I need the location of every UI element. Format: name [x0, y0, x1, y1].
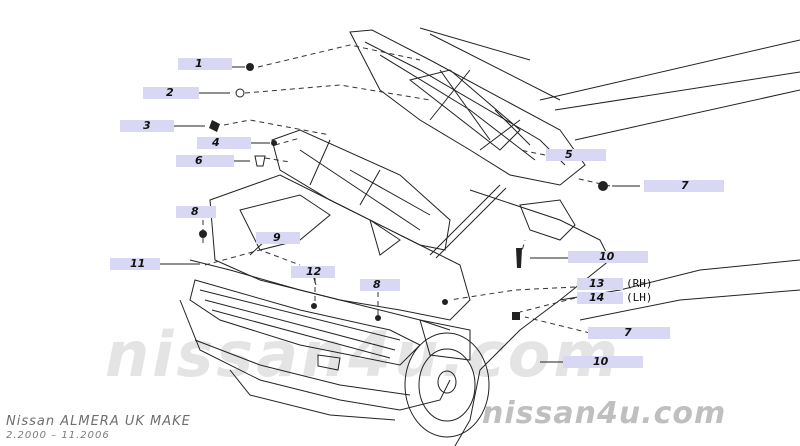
leader-lines [202, 44, 611, 334]
hood-brace [429, 69, 531, 151]
wheel-hub [437, 370, 457, 394]
radiator-support [189, 259, 451, 331]
hood-insulator [271, 129, 451, 251]
callout-bar-13 [577, 278, 623, 290]
callout-2[interactable]: 2 [166, 86, 174, 99]
door-mirror [519, 199, 576, 241]
clip-13 [442, 299, 448, 305]
wheel-rim [418, 348, 476, 422]
callout-bar-1 [178, 58, 232, 70]
callout-bar-14 [577, 292, 623, 304]
bolt-10 [516, 248, 522, 268]
short-leaders [160, 66, 640, 363]
hood-stay-rod [429, 184, 507, 259]
callout-bar-8b [360, 279, 400, 291]
clip-7 [598, 181, 608, 191]
callout-bar-12 [291, 266, 335, 278]
side-label-rh: (RH) [626, 277, 653, 290]
insulator-pattern [299, 139, 431, 231]
grille-bars [199, 289, 401, 359]
callout-13[interactable]: 13 [589, 277, 605, 290]
callout-8a[interactable]: 8 [191, 205, 199, 218]
body-side [559, 259, 800, 321]
windshield-pillar [419, 27, 800, 141]
callout-10b[interactable]: 10 [593, 355, 609, 368]
callout-3[interactable]: 3 [143, 119, 151, 132]
headlamp [419, 319, 471, 361]
fasteners [199, 63, 608, 321]
callout-bar-2 [143, 87, 199, 99]
callout-bar-10b [563, 356, 643, 368]
clip-8a [199, 230, 207, 238]
clip-8b [375, 315, 381, 321]
callout-9[interactable]: 9 [273, 231, 281, 244]
callout-4[interactable]: 4 [212, 136, 220, 149]
callout-8b[interactable]: 8 [373, 278, 381, 291]
callout-bar-3 [120, 120, 174, 132]
bumper-lower [194, 339, 411, 421]
clip-2 [235, 88, 245, 98]
clip-14 [512, 312, 520, 320]
callout-1[interactable]: 1 [195, 57, 203, 70]
callout-7a[interactable]: 7 [681, 179, 689, 192]
callout-7b[interactable]: 7 [624, 326, 632, 339]
engine-bay-inner [239, 194, 401, 256]
grille [189, 279, 421, 366]
callout-14[interactable]: 14 [589, 291, 605, 304]
callout-10a[interactable]: 10 [599, 250, 615, 263]
callout-11[interactable]: 11 [130, 257, 146, 270]
callout-6[interactable]: 6 [195, 154, 203, 167]
callout-bar-7a [644, 180, 724, 192]
clip-6 [254, 155, 266, 167]
hood-panel [349, 29, 586, 186]
callout-bar-9 [256, 232, 300, 244]
callout-bar-6 [176, 155, 234, 167]
callout-bar-7b [588, 327, 670, 339]
clip-1 [246, 63, 254, 71]
callout-bar-11 [110, 258, 160, 270]
fog-lamp [317, 354, 341, 371]
front-bumper [179, 299, 451, 411]
callout-bar-10a [568, 251, 648, 263]
brand-logo-text: nissan4u.com [482, 396, 727, 431]
callout-bar-5 [546, 149, 606, 161]
model-title: Nissan ALMERA UK MAKE [6, 414, 191, 429]
clip-4 [271, 140, 277, 146]
clip-3 [209, 120, 220, 132]
front-tire [404, 332, 490, 438]
clip-12 [311, 303, 317, 309]
callout-bar-8a [176, 206, 216, 218]
callout-5[interactable]: 5 [565, 148, 573, 161]
side-label-lh: (LH) [626, 291, 653, 304]
callout-bar-4 [197, 137, 251, 149]
callout-12[interactable]: 12 [306, 265, 322, 278]
production-dates: 2.2000 – 11.2006 [6, 430, 110, 441]
